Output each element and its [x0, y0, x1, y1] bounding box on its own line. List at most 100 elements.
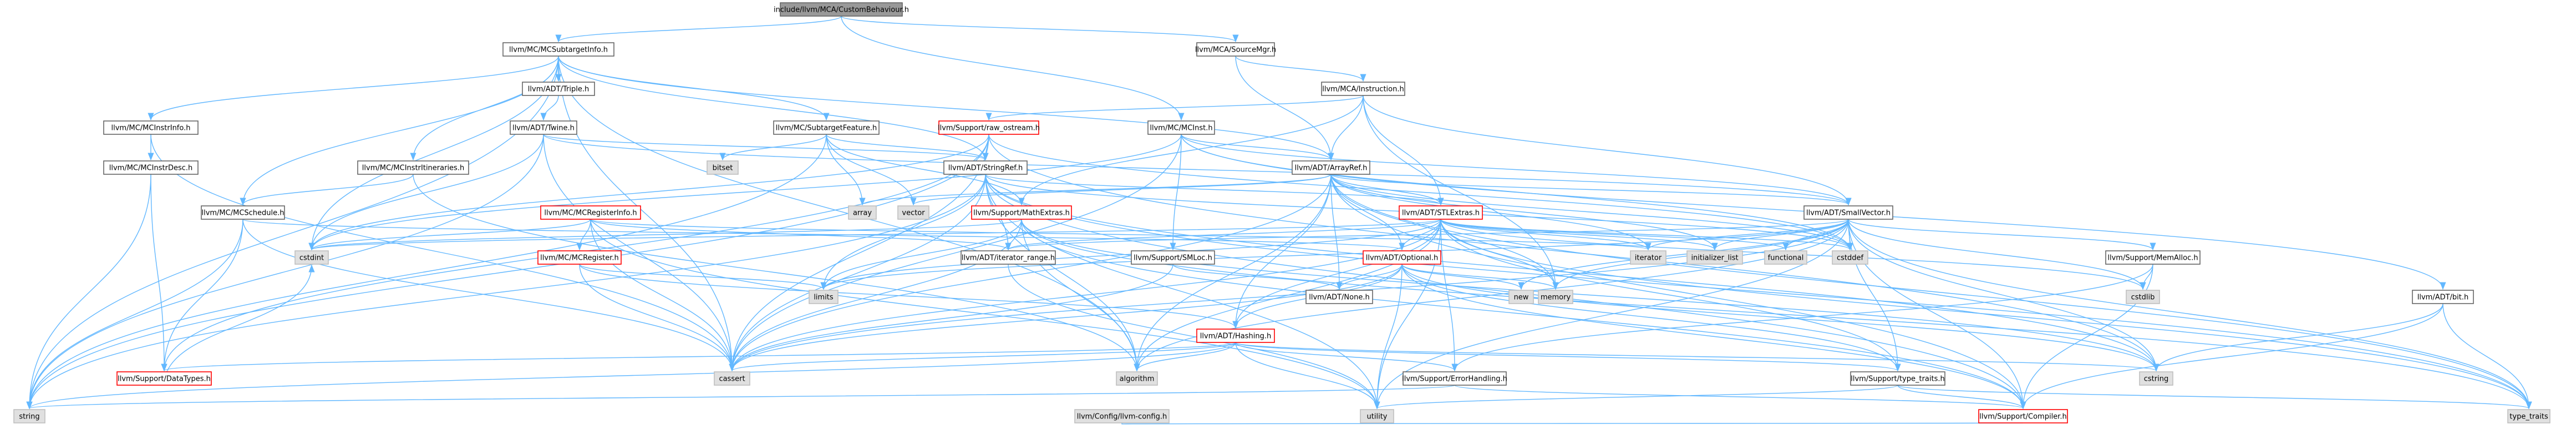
edge-errorhandling-to-compiler [1454, 385, 2026, 410]
edge-instritineraries-to-schedule [240, 174, 414, 206]
node-triple[interactable]: llvm/ADT/Triple.h [522, 82, 595, 96]
node-box [1363, 250, 1441, 265]
edge-mcregister-to-limits [579, 264, 827, 290]
node-stringref[interactable]: llvm/ADT/StringRef.h [943, 160, 1028, 175]
node-smloc[interactable]: llvm/Support/SMLoc.h [1131, 250, 1215, 265]
node-box [1508, 290, 1534, 304]
node-subtargetfeature[interactable]: llvm/MC/SubtargetFeature.h [773, 120, 880, 135]
node-box [961, 250, 1056, 265]
node-iterator: iterator [1630, 250, 1666, 265]
edge-instrdesc-to-string [26, 174, 151, 410]
node-box [1630, 250, 1666, 265]
node-label: type_traits [2509, 413, 2548, 421]
edge-twine-to-cstdint [308, 134, 544, 251]
node-mathextras[interactable]: llvm/Support/MathExtras.h [971, 205, 1072, 220]
node-box [714, 371, 750, 386]
node-none[interactable]: llvm/ADT/None.h [1305, 290, 1373, 304]
node-box [1074, 409, 1170, 423]
node-schedule[interactable]: llvm/MC/MCSchedule.h [201, 205, 285, 220]
edge-instrinfo-to-cassert [150, 134, 735, 372]
node-mcregister[interactable]: llvm/MC/MCRegister.h [537, 250, 622, 265]
node-box [1360, 409, 1394, 423]
node-algorithm: algorithm [1116, 371, 1158, 386]
node-subtargetinfo[interactable]: llvm/MC/MCSubtargetInfo.h [502, 42, 614, 57]
edge-hashing-to-cassert [729, 342, 1236, 372]
edge-arrayref-to-iterator [1330, 174, 1652, 251]
node-bit[interactable]: llvm/ADT/bit.h [2412, 290, 2474, 304]
edge-hashing-to-utility [1235, 342, 1380, 410]
node-bitset: bitset [707, 160, 739, 175]
edge-mathextras-to-cstdint [308, 219, 1022, 251]
edge-root-to-subtargetinfo [555, 16, 842, 43]
node-vector: vector [897, 205, 929, 220]
edge-smallvector-to-algorithm [1134, 219, 1849, 372]
node-instruction[interactable]: llvm/MCA/Instruction.h [1321, 82, 1405, 96]
node-instritineraries[interactable]: llvm/MC/MCInstrItineraries.h [357, 160, 469, 175]
node-label: llvm/ADT/iterator_range.h [962, 254, 1055, 263]
edge-hashing-to-type_traits_h [1235, 342, 1901, 372]
node-datatypes[interactable]: llvm/Support/DataTypes.h [116, 371, 212, 386]
edge-triple-to-twine [540, 95, 559, 121]
node-smallvector[interactable]: llvm/ADT/SmallVector.h [1803, 205, 1893, 220]
node-string: string [13, 409, 45, 423]
node-box [13, 409, 45, 423]
edge-bit-to-cstring [2153, 303, 2443, 372]
node-label: llvm/ADT/bit.h [2417, 294, 2469, 302]
node-box [809, 290, 839, 304]
node-compiler[interactable]: llvm/Support/Compiler.h [1978, 409, 2068, 423]
edge-raw_ostream-to-string [26, 134, 989, 410]
edge-stlextras-to-cassert [729, 219, 1441, 372]
edge-smallvector-to-new [1518, 219, 1849, 290]
node-label: vector [902, 209, 925, 218]
node-label: llvm/MC/MCInst.h [1150, 124, 1212, 133]
node-label: cstdint [299, 254, 324, 263]
edge-optional-to-cassert [729, 264, 1403, 372]
node-box [1196, 42, 1275, 57]
node-label: initializer_list [1691, 254, 1738, 263]
node-mcinst[interactable]: llvm/MC/MCInst.h [1147, 120, 1215, 135]
node-label: llvm/MC/MCInstrDesc.h [109, 164, 193, 173]
node-errorhandling[interactable]: llvm/Support/ErrorHandling.h [1402, 371, 1507, 386]
node-box [357, 160, 469, 175]
node-twine[interactable]: llvm/ADT/Twine.h [510, 120, 577, 135]
edge-optional-to-utility [1374, 264, 1403, 410]
node-raw_ostream[interactable]: llvm/Support/raw_ostream.h [938, 120, 1040, 135]
node-sourcemgr[interactable]: llvm/MCA/SourceMgr.h [1195, 42, 1276, 57]
node-iterator_range[interactable]: llvm/ADT/iterator_range.h [961, 250, 1056, 265]
node-label: llvm/Support/MathExtras.h [973, 209, 1070, 218]
node-initializer_list: initializer_list [1686, 250, 1743, 265]
edge-instruction-to-raw_ostream [985, 95, 1364, 121]
edge-instruction-to-memory [1363, 95, 1559, 290]
edge-raw_ostream-to-cstdint [308, 134, 989, 251]
node-instrinfo[interactable]: llvm/MC/MCInstrInfo.h [103, 120, 199, 135]
node-label: iterator [1635, 254, 1662, 263]
node-label: cassert [719, 375, 745, 383]
edge-arrayref-to-optional [1330, 174, 1405, 251]
node-type_traits: type_traits [2507, 409, 2550, 423]
node-memalloc[interactable]: llvm/Support/MemAlloc.h [2105, 250, 2201, 265]
node-label: llvm/ADT/Triple.h [528, 85, 589, 94]
edge-mcinst-to-arrayref [1181, 134, 1334, 161]
edge-mathextras-to-cstring [1021, 219, 2160, 372]
edge-stlextras-to-functional [1440, 219, 1789, 251]
node-optional[interactable]: llvm/ADT/Optional.h [1363, 250, 1441, 265]
edge-registerinfo-to-cassert [590, 219, 735, 372]
edge-subtargetfeature-to-array [826, 134, 866, 206]
node-label: llvm/MC/MCRegister.h [540, 254, 619, 263]
node-hashing[interactable]: llvm/ADT/Hashing.h [1196, 329, 1275, 343]
node-stlextras[interactable]: llvm/ADT/STLExtras.h [1399, 205, 1483, 220]
node-config[interactable]: llvm/Config/llvm-config.h [1074, 409, 1170, 423]
node-type_traits_h[interactable]: llvm/Support/type_traits.h [1850, 371, 1945, 386]
edge-schedule-to-cassert [242, 219, 735, 372]
node-box [1403, 371, 1507, 386]
node-registerinfo[interactable]: llvm/MC/MCRegisterInfo.h [540, 205, 641, 220]
node-instrdesc[interactable]: llvm/MC/MCInstrDesc.h [103, 160, 199, 175]
edge-smallvector-to-initializer_list [1711, 219, 1849, 251]
node-cassert: cassert [714, 371, 750, 386]
edge-registerinfo-to-iterator_range [590, 219, 1012, 251]
edge-type_traits_h-to-type_traits [1897, 385, 2532, 410]
node-arrayref[interactable]: llvm/ADT/ArrayRef.h [1292, 160, 1370, 175]
node-label: llvm/ADT/Twine.h [512, 124, 575, 133]
node-box [1321, 82, 1405, 96]
node-box [540, 205, 641, 220]
